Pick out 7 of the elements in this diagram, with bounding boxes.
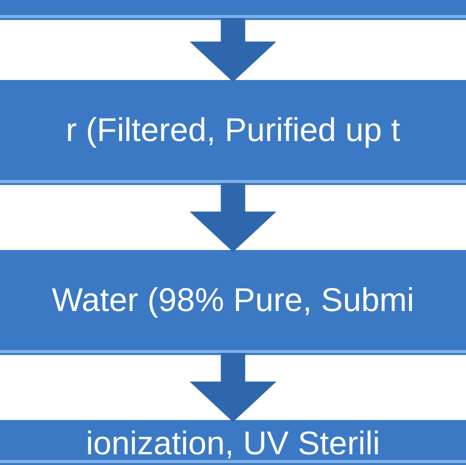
- arrow: [190, 183, 276, 252]
- process-box: [0, 0, 466, 20]
- arrow: [190, 18, 276, 82]
- process-box: Water (98% Pure, Submi: [0, 250, 466, 355]
- arrow: [190, 352, 276, 422]
- process-box: r (Filtered, Purified up t: [0, 80, 466, 185]
- process-box: ionization, UV Sterili: [0, 420, 466, 465]
